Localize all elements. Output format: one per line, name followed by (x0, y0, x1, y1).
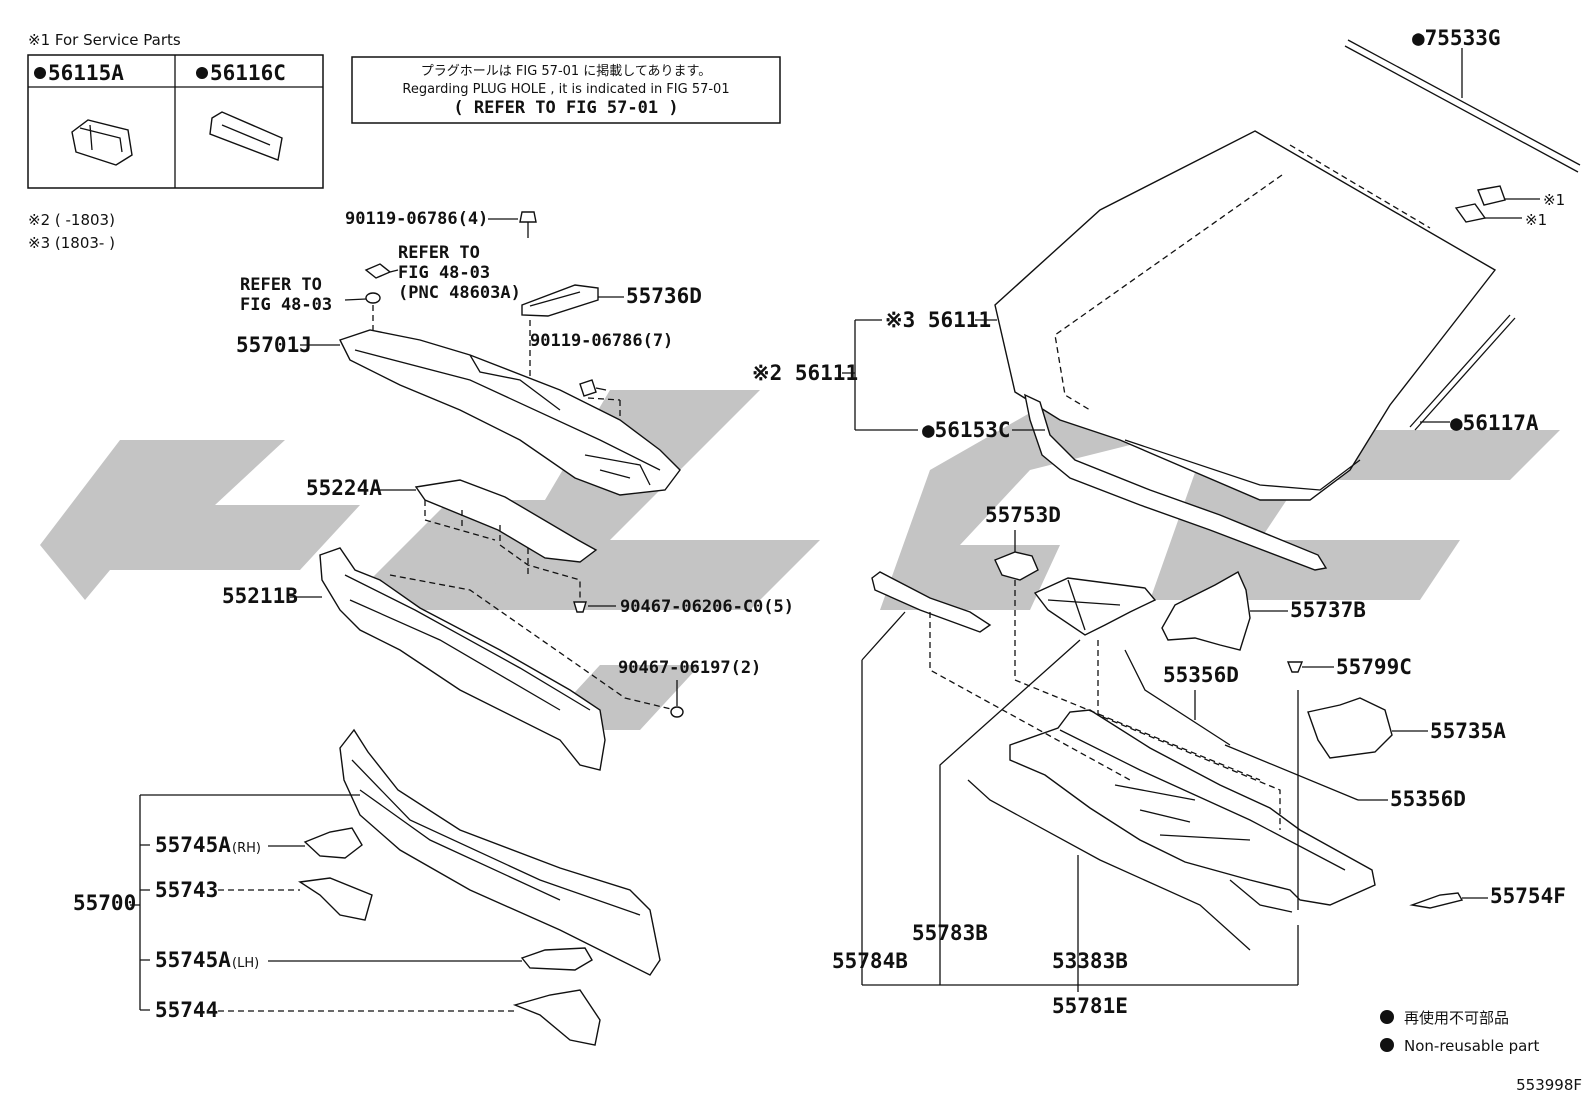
crossmember-55211B (319, 547, 606, 771)
callout-55745A-rh: 55745A (155, 833, 231, 857)
callout-56111-3: ※3 56111 (885, 308, 991, 332)
seal-56116C-drawing (209, 111, 283, 161)
callout-55745A-lh: 55745A (155, 948, 231, 972)
callout-55211B: 55211B (222, 584, 298, 608)
bolt-90119-7 (579, 379, 607, 397)
reference-line-3: ( REFER TO FIG 57-01 ) (453, 98, 678, 118)
bolt-90119-4 (519, 211, 537, 238)
clips-mark-1 (1454, 185, 1506, 223)
seal-55783B (1033, 577, 1157, 636)
service-parts-title: ※1 For Service Parts (28, 31, 181, 49)
callout-90119-06786-7: 90119-06786(7) (530, 331, 673, 351)
callout-55356D-b: 55356D (1390, 787, 1466, 811)
bracket-55735A (1307, 697, 1393, 759)
bracket-55743 (298, 877, 373, 921)
reference-line-2: Regarding PLUG HOLE , it is indicated in… (402, 82, 729, 97)
callout-55737B: 55737B (1290, 598, 1366, 622)
bracket-55737B (1161, 571, 1251, 651)
mark-1b: ※1 (1525, 211, 1547, 229)
service-part-56116C: 56116C (210, 61, 286, 85)
mark-1a: ※1 (1543, 191, 1565, 209)
service-part-56115A: 56115A (48, 61, 124, 85)
seal-55356D-b (1224, 744, 1359, 801)
reference-line-1: プラグホールは FIG 57-01 に掲載してあります。 (421, 63, 711, 79)
reference-box: プラグホールは FIG 57-01 に掲載してあります。 Regarding P… (351, 56, 781, 124)
callout-55784B: 55784B (832, 949, 908, 973)
clip-56115A-drawing (71, 119, 133, 166)
callout-55781E: 55781E (1052, 994, 1128, 1018)
legend: 再使用不可部品 Non-reusable part (1380, 1009, 1539, 1055)
panel-55701J (339, 329, 681, 496)
callout-55701J: 55701J (236, 333, 312, 357)
refer-label-a2: FIG 48-03 (398, 263, 490, 283)
callout-55783B: 55783B (912, 921, 988, 945)
cowl-panel-55700 (339, 728, 661, 976)
callout-55700: 55700 (73, 891, 136, 915)
clip-55799C (1286, 661, 1304, 673)
refer-label-a1: REFER TO (398, 243, 480, 263)
legend-jp: 再使用不可部品 (1404, 1009, 1509, 1027)
callout-56111-2: ※2 56111 (752, 361, 858, 385)
refer-label-b1: REFER TO (240, 275, 322, 295)
callout-90467-06206-C0-5: 90467-06206-C0(5) (620, 597, 794, 617)
callout-55744: 55744 (155, 998, 218, 1022)
callout-90119-06786-4: 90119-06786(4) (345, 209, 488, 229)
clip-55754F (1409, 892, 1464, 909)
refer-label-a3: (PNC 48603A) (398, 283, 521, 303)
weatherstrip-56153C (1024, 393, 1328, 571)
note-3: ※3 (1803- ) (28, 234, 115, 252)
molding-56117A (1409, 314, 1516, 431)
note-2: ※2 ( -1803) (28, 211, 115, 229)
callout-75533G: ●75533G (1412, 26, 1501, 50)
callout-55736D: 55736D (626, 284, 702, 308)
seal-55784B (871, 571, 992, 633)
callout-56153C: ●56153C (922, 418, 1011, 442)
bracket-55736D (521, 284, 599, 317)
legend-en: Non-reusable part (1404, 1037, 1539, 1055)
molding-75533G (1344, 39, 1581, 173)
callout-56117A: ●56117A (1450, 411, 1539, 435)
seal-53383B (967, 779, 1251, 951)
label-lh: (LH) (232, 956, 259, 971)
callout-55356D-a: 55356D (1163, 663, 1239, 687)
windshield-glass (994, 130, 1497, 501)
callout-55754F: 55754F (1490, 884, 1566, 908)
callout-55224A: 55224A (306, 476, 382, 500)
bracket-55744 (512, 989, 601, 1046)
clip-90467-5 (573, 601, 587, 613)
callout-90467-06197-2: 90467-06197(2) (618, 658, 761, 678)
label-rh: (RH) (232, 841, 261, 856)
bracket-55745A-rh (303, 827, 363, 859)
bracket-55745A-lh (520, 947, 593, 971)
callout-55735A: 55735A (1430, 719, 1506, 743)
seal-55356D-a (1124, 649, 1231, 746)
callout-53383B: 53383B (1052, 949, 1128, 973)
callout-55799C: 55799C (1336, 655, 1412, 679)
figure-id: 553998F (1516, 1076, 1582, 1094)
plug-90467-2 (670, 680, 684, 718)
refer-label-b2: FIG 48-03 (240, 295, 332, 315)
callout-55743: 55743 (155, 878, 218, 902)
service-parts-table: ※1 For Service Parts 56115A 56116C (27, 31, 324, 189)
nut-drawing (364, 263, 399, 279)
callout-55753D: 55753D (985, 503, 1061, 527)
